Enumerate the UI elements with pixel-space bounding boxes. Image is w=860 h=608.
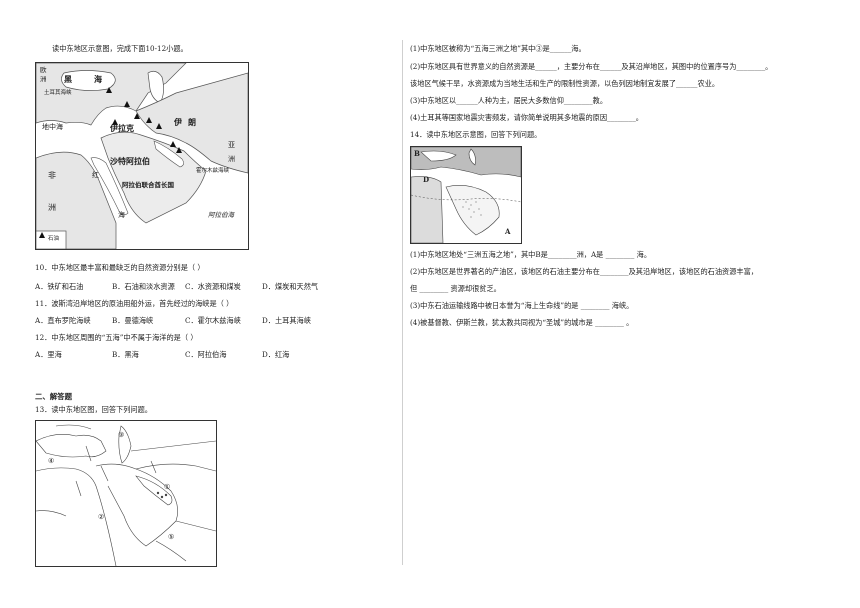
map3-label-d: D	[423, 175, 430, 184]
map1-label-asia-2: 洲	[228, 155, 235, 163]
q13-part-2: (2)中东地区具有世界意义的自然资源是______，主要分布在______及其沿…	[410, 62, 773, 71]
q14-part-1: (1)中东地区地处“三洲五海之地”，其中B是________洲，A是 _____…	[410, 250, 652, 259]
map1-label-red-sea-1: 红	[92, 171, 99, 179]
q12-stem: 12．中东地区周围的“五海”中不属于海洋的是（ ）	[35, 333, 198, 342]
q13-part-4: (4)土耳其等国家地震灾害频发，请你简单说明其多地震的原因________。	[410, 113, 643, 122]
q10-option-c[interactable]: C．水资源和煤炭	[185, 282, 241, 291]
q14-part-4: (4)被基督教、伊斯兰教，犹太教共同视为“圣城”的城市是 ________ 。	[410, 318, 634, 327]
map3-svg	[411, 147, 521, 243]
q11-option-c[interactable]: C．霍尔木兹海峡	[185, 316, 241, 325]
map2-marker-5: ⑤	[168, 533, 175, 541]
q14-part-3: (3)中东石油运输线路中被日本誉为“海上生命线”的是 ________ 海峡。	[410, 301, 634, 310]
q12-option-b[interactable]: B．黑海	[112, 350, 139, 359]
q13-part-2-cont: 该地区气候干旱，水资源成为当地生活和生产的限制性资源，以色列因地制宜发展了___…	[410, 79, 720, 88]
q11-option-a[interactable]: A．直布罗陀海峡	[35, 316, 91, 325]
q14-part-2: (2)中东地区是世界著名的产油区，该地区的石油主要分布在________及其沿岸…	[410, 267, 758, 276]
q12-option-a[interactable]: A．里海	[35, 350, 62, 359]
middle-east-map-1: 欧 洲 黑 海 土耳其海峡 地中海 伊拉克 伊 朗 亚 洲 沙特阿拉伯 霍尔木兹…	[35, 62, 249, 250]
q12-option-c[interactable]: C．阿拉伯海	[185, 350, 227, 359]
map2-marker-2: ②	[98, 513, 105, 521]
middle-east-map-3: B D A	[410, 146, 522, 244]
left-column: 读中东地区示意图，完成下面10-12小题。	[0, 0, 400, 608]
map1-svg	[36, 63, 248, 249]
map1-label-asia-1: 亚	[228, 141, 235, 149]
middle-east-outline-map: ③ ④ ① ② ⑤	[35, 420, 217, 567]
map3-label-a: A	[505, 227, 511, 236]
q13-part-1: (1)中东地区被称为“五海三洲之地”其中③是______海。	[410, 44, 586, 53]
map1-label-black-sea-2: 海	[94, 74, 102, 84]
q14-part-2-cont: 但 ________ 资源却很贫乏。	[410, 284, 501, 293]
map1-label-iraq: 伊拉克	[110, 123, 134, 133]
map1-label-eu-1: 欧	[40, 66, 47, 74]
q10-option-d[interactable]: D．煤炭和天然气	[262, 282, 319, 291]
map2-marker-3: ③	[118, 431, 125, 439]
q10-option-b[interactable]: B．石油和淡水资源	[112, 282, 175, 291]
right-column: (1)中东地区被称为“五海三洲之地”其中③是______海。 (2)中东地区具有…	[404, 0, 860, 608]
map1-label-turkish-strait: 土耳其海峡	[44, 90, 72, 96]
q10-option-a[interactable]: A．铁矿和石油	[35, 282, 84, 291]
map1-label-iran-1: 伊	[174, 117, 182, 127]
map2-marker-4: ④	[48, 457, 55, 465]
map2-svg	[36, 424, 216, 566]
map1-label-hormuz: 霍尔木兹海峡	[196, 168, 230, 174]
section-2-heading: 二、解答题	[35, 392, 72, 401]
map1-legend-oil-label: 石油	[48, 236, 60, 242]
q13-stem: 13．读中东地区图，回答下列问题。	[35, 405, 152, 414]
map1-label-arabian-sea: 阿拉伯海	[208, 211, 234, 219]
q10-stem: 10．中东地区最丰富和最缺乏的自然资源分别是（ ）	[35, 263, 205, 272]
q11-option-b[interactable]: B．曼德海峡	[112, 316, 154, 325]
map1-label-red-sea-2: 海	[118, 211, 125, 219]
map1-label-black-sea-1: 黑	[64, 74, 72, 84]
q11-stem: 11．波斯湾沿岸地区的原油用船外运，首先经过的海峡是（ ）	[35, 299, 234, 308]
q13-part-3: (3)中东地区以______人种为主，居民大多数信仰________教。	[410, 96, 608, 105]
map1-label-africa-1: 非	[48, 171, 56, 180]
q14-stem: 14．读中东地区示意图，回答下列问题。	[410, 130, 542, 139]
map1-label-saudi: 沙特阿拉伯	[110, 156, 150, 166]
map1-label-eu-2: 洲	[40, 75, 47, 83]
map1-label-africa-2: 洲	[48, 203, 56, 212]
map2-marker-1: ①	[164, 483, 171, 491]
map1-label-mediterranean: 地中海	[42, 123, 63, 131]
map1-label-uae: 阿拉伯联合酋长国	[122, 181, 174, 189]
intro-text: 读中东地区示意图，完成下面10-12小题。	[52, 44, 188, 53]
map3-label-b: B	[414, 149, 420, 158]
column-divider	[402, 40, 403, 565]
q11-option-d[interactable]: D．土耳其海峡	[262, 316, 311, 325]
q12-option-d[interactable]: D．红海	[262, 350, 290, 359]
map1-label-iran-2: 朗	[188, 117, 196, 127]
